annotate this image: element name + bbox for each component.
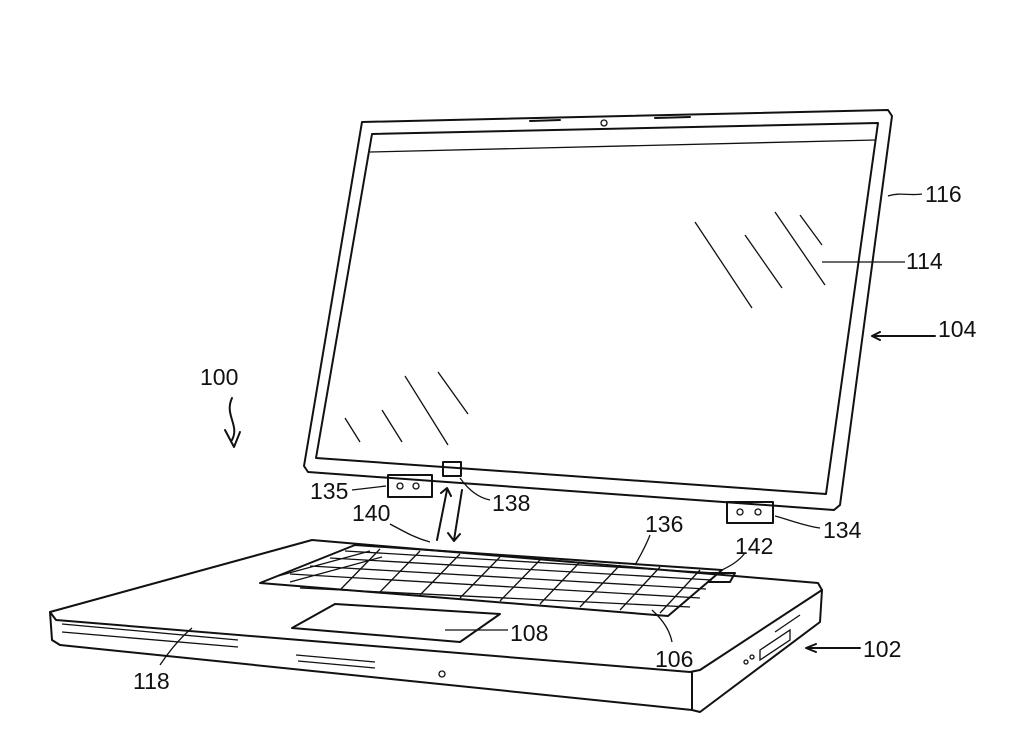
label-135: 135: [310, 478, 349, 504]
label-140: 140: [352, 500, 391, 526]
label-106: 106: [655, 646, 694, 672]
label-136: 136: [645, 511, 684, 537]
label-118: 118: [133, 668, 170, 694]
label-104: 104: [938, 316, 977, 342]
label-138: 138: [492, 490, 531, 516]
label-142: 142: [735, 533, 774, 559]
leader-lines: [159, 193, 936, 666]
hinges: [387, 461, 774, 524]
label-108: 108: [510, 620, 549, 646]
base: [49, 539, 823, 713]
trackpad: [291, 603, 501, 643]
label-116: 116: [925, 181, 962, 207]
label-134: 134: [823, 517, 862, 543]
label-100: 100: [200, 364, 239, 390]
label-102: 102: [863, 636, 902, 662]
lid: [303, 109, 893, 511]
label-114: 114: [906, 248, 943, 274]
connector-arrows: [436, 487, 463, 542]
